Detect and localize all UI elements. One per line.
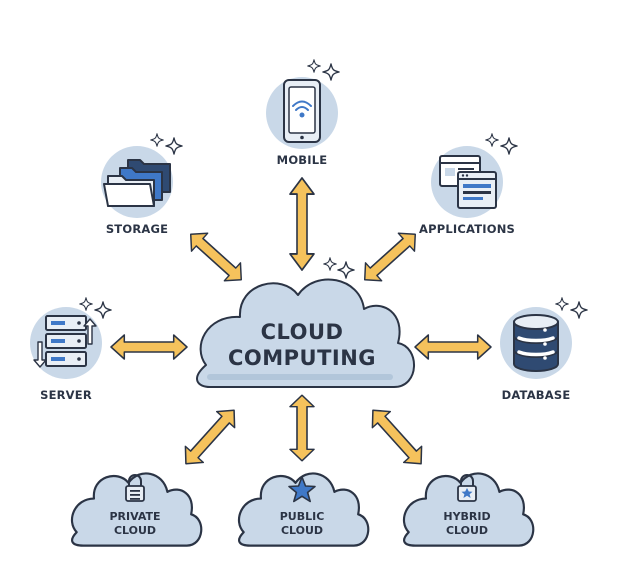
- sparkle-icon: [485, 133, 518, 155]
- center-cloud: CLOUD COMPUTING: [196, 278, 416, 388]
- padlock-icon: [125, 474, 145, 502]
- app-windows-icon: [439, 155, 497, 209]
- mobile-label: MOBILE: [277, 153, 328, 167]
- public-cloud-line2: CLOUD: [281, 524, 323, 537]
- arrow-storage: [181, 224, 251, 290]
- applications-label: APPLICATIONS: [419, 222, 515, 236]
- mobile-phone-icon: [283, 79, 321, 143]
- star-lock-icon: [457, 474, 477, 502]
- arrow-applications: [355, 224, 425, 290]
- private-cloud-line1: PRIVATE: [109, 510, 160, 523]
- node-mobile: MOBILE: [266, 59, 340, 167]
- node-private-cloud: PRIVATE CLOUD: [70, 472, 203, 547]
- arrow-database: [414, 334, 492, 360]
- server-label: SERVER: [40, 388, 92, 402]
- public-cloud-line1: PUBLIC: [280, 510, 325, 523]
- sparkle-icon: [323, 257, 355, 279]
- sparkle-icon: [555, 297, 588, 319]
- arrow-server: [110, 334, 188, 360]
- center-title-line2: COMPUTING: [228, 346, 376, 370]
- server-rack-icon: [33, 315, 97, 368]
- arrow-hybrid-cloud: [363, 401, 431, 473]
- arrow-public-cloud: [289, 394, 315, 462]
- star-icon: [288, 476, 316, 503]
- sparkle-icon: [150, 133, 183, 155]
- node-storage: STORAGE: [101, 133, 183, 236]
- node-database: DATABASE: [500, 297, 588, 402]
- sparkle-icon: [307, 59, 340, 81]
- arrow-mobile: [289, 177, 315, 271]
- node-public-cloud: PUBLIC CLOUD: [237, 472, 370, 547]
- storage-label: STORAGE: [106, 222, 168, 236]
- node-hybrid-cloud: HYBRID CLOUD: [402, 472, 535, 547]
- hybrid-cloud-line2: CLOUD: [446, 524, 488, 537]
- database-icon: [513, 314, 559, 372]
- folder-stack-icon: [103, 159, 171, 207]
- center-title-line1: CLOUD: [261, 320, 344, 344]
- node-server: SERVER: [30, 297, 112, 402]
- database-label: DATABASE: [502, 388, 571, 402]
- arrow-private-cloud: [176, 401, 244, 473]
- private-cloud-line2: CLOUD: [114, 524, 156, 537]
- node-applications: APPLICATIONS: [419, 133, 518, 236]
- hybrid-cloud-line1: HYBRID: [443, 510, 490, 523]
